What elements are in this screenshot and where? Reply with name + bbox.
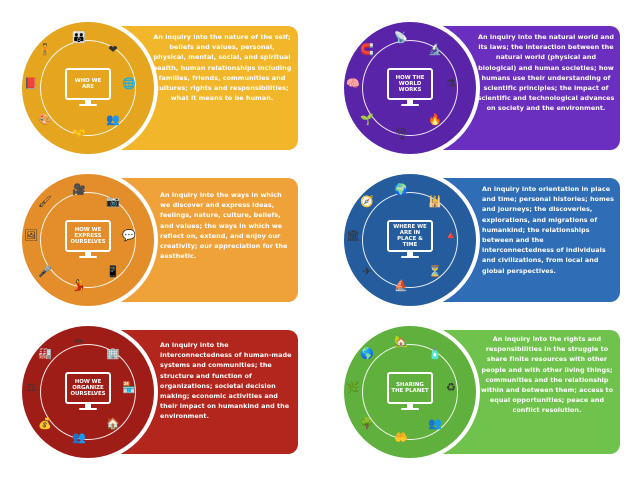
monitor-icon: HOW THE WORLD WORKS [387, 68, 433, 108]
photo-icon: 🖼 [24, 229, 38, 242]
money-icon: 💰 [38, 417, 52, 430]
plant-icon: 🌿 [346, 381, 360, 394]
hourglass-icon: ⏳ [428, 265, 442, 278]
theme-title: WHERE WE ARE IN PLACE & TIME [387, 220, 433, 252]
theme-description: An inquiry into the interconnectedness o… [160, 341, 292, 421]
scales-icon: ⚖ [26, 381, 36, 394]
brain-icon: 🧠 [346, 77, 360, 90]
pencil-icon: ✏ [74, 335, 84, 348]
ship-icon: ⛵ [394, 279, 408, 292]
card-where-we-are-in-place-and-time: 🌍 🕌 🔺 ⏳ ⛵ ✈ 🏛 🧭 WHERE WE ARE IN PLACE & … [340, 170, 620, 310]
heart-icon: ❤ [108, 43, 118, 56]
theme-description: An inquiry into the rights and responsib… [480, 335, 614, 415]
globe-icon: 🌐 [122, 77, 136, 90]
recycle-icon: ♻ [446, 381, 456, 394]
icon-ring [362, 344, 458, 440]
building-icon: 🏢 [106, 347, 120, 360]
theme-title: HOW THE WORLD WORKS [387, 68, 433, 100]
icon-ring [40, 192, 136, 288]
camera-icon: 📷 [106, 195, 120, 208]
pyramid-icon: 🔺 [444, 229, 458, 242]
person-icon: 🧍 [38, 43, 52, 56]
family-icon: 👪 [72, 31, 86, 44]
fire-icon: 🔥 [428, 113, 442, 126]
colosseum-icon: 🏛 [346, 229, 360, 242]
monitor-icon: WHERE WE ARE IN PLACE & TIME [387, 220, 433, 260]
tablet-icon: 📱 [106, 265, 120, 278]
people-icon: 👥 [428, 417, 442, 430]
theme-description: An inquiry into orientation in place and… [482, 185, 614, 275]
bottle-icon: 🧴 [428, 347, 442, 360]
card-sharing-the-planet: 🏡 🧴 ♻ 👥 🤲 🌳 🌿 🌎 SHARING THE PLANET An in… [340, 322, 620, 462]
airplane-icon: ✈ [362, 265, 372, 278]
book-icon: 📕 [24, 77, 38, 90]
people-icon: 👥 [72, 431, 86, 444]
store-icon: 🏪 [122, 381, 136, 394]
earth-icon: 🌎 [360, 347, 374, 360]
chat-icon: 💬 [122, 229, 136, 242]
magnet-icon: 🧲 [360, 43, 374, 56]
people-icon: 👥 [106, 113, 120, 126]
card-how-we-organize-ourselves: ✏ 🏢 🏪 🏠 👥 💰 ⚖ 🏭 HOW WE ORGANIZE OURSELVE… [18, 322, 298, 462]
satellite-icon: 📡 [394, 31, 408, 44]
microscope-icon: 🔬 [428, 43, 442, 56]
card-how-we-express-ourselves: 🎥 📷 💬 📱 💃 🎤 🖼 🖌 HOW WE EXPRESS OURSELVES… [18, 170, 298, 310]
flask-icon: ⚗ [446, 77, 456, 90]
factory-icon: 🏭 [38, 347, 52, 360]
theme-description: An inquiry into the natural world and it… [477, 33, 615, 113]
house-icon: 🏠 [106, 417, 120, 430]
globe-icon: 🌍 [394, 183, 408, 196]
icon-ring [40, 344, 136, 440]
compass-icon: 🧭 [360, 195, 374, 208]
theme-title: HOW WE EXPRESS OURSELVES [65, 220, 111, 252]
monitor-icon: HOW WE EXPRESS OURSELVES [65, 220, 111, 260]
hands-icon: 🤲 [394, 431, 408, 444]
theme-title: WHO WE ARE [65, 68, 111, 100]
dancer-icon: 💃 [72, 279, 86, 292]
card-how-the-world-works: 📡 🔬 ⚗ 🔥 🌪 🌱 🧠 🧲 HOW THE WORLD WORKS An i… [340, 18, 620, 158]
theme-title: HOW WE ORGANIZE OURSELVES [65, 372, 111, 404]
tree-icon: 🌳 [360, 417, 374, 430]
theme-title: SHARING THE PLANET [387, 372, 433, 404]
plant-icon: 🌱 [360, 113, 374, 126]
handshake-icon: 🤝 [72, 127, 86, 140]
icon-ring [362, 40, 458, 136]
monitor-icon: WHO WE ARE [65, 68, 111, 108]
taj-mahal-icon: 🕌 [428, 195, 442, 208]
microphone-icon: 🎤 [38, 265, 52, 278]
icon-ring [40, 40, 136, 136]
icon-ring [362, 192, 458, 288]
film-camera-icon: 🎥 [72, 183, 86, 196]
tornado-icon: 🌪 [394, 127, 408, 140]
house-icon: 🏡 [394, 335, 408, 348]
paint-icon: 🖌 [38, 195, 52, 208]
theme-description: An inquiry into the nature of the self; … [152, 33, 292, 103]
palette-icon: 🎨 [38, 113, 52, 126]
monitor-icon: SHARING THE PLANET [387, 372, 433, 412]
theme-description: An inquiry into the ways in which we dis… [160, 191, 288, 261]
monitor-icon: HOW WE ORGANIZE OURSELVES [65, 372, 111, 412]
card-who-we-are: 👪 ❤ 🌐 👥 🤝 🎨 📕 🧍 WHO WE ARE An inquiry in… [18, 18, 298, 158]
